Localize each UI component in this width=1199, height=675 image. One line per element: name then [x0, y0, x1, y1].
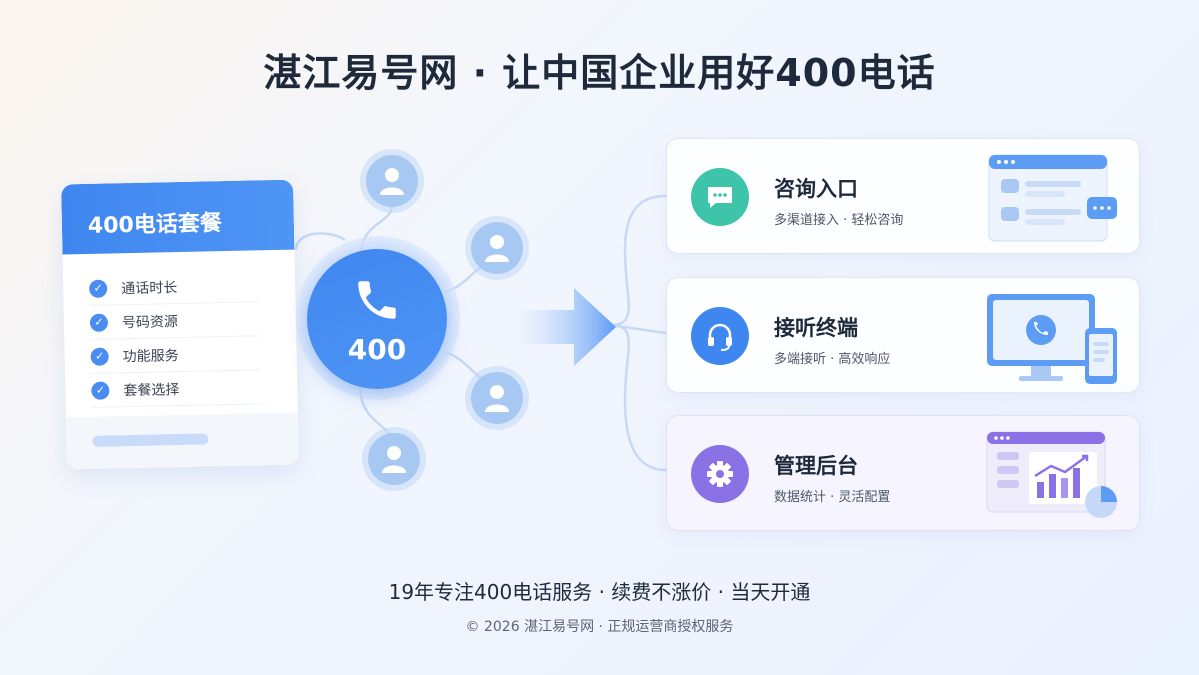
user-node-icon [366, 155, 418, 207]
dashboard-chart-illustration-icon [986, 431, 1117, 518]
feature-card-answer: 接听终端 多端接听 · 高效响应 [666, 277, 1140, 393]
plan-item-label: 功能服务 [122, 347, 179, 365]
check-icon: ✓ [89, 313, 109, 332]
plan-item-label: 号码资源 [121, 313, 179, 331]
feature-subtitle: 数据统计 · 灵活配置 [774, 490, 891, 505]
check-icon: ✓ [91, 380, 110, 400]
tagline: 19年专注400电话服务 · 续费不涨价 · 当天开通 [388, 580, 811, 604]
feature-card-consult: 咨询入口 多渠道接入 · 轻松咨询 [666, 138, 1140, 254]
hub-number: 400 [347, 333, 407, 366]
monitor-phone-illustration-icon [987, 294, 1117, 384]
plan-item: ✓ 功能服务 [90, 336, 261, 374]
plan-card-title: 400电话套餐 [61, 179, 295, 255]
plan-item-label: 通话时长 [121, 279, 178, 297]
plan-item: ✓ 通话时长 [88, 268, 260, 306]
feature-title: 接听终端 [774, 316, 858, 340]
feature-subtitle: 多渠道接入 · 轻松咨询 [774, 213, 904, 228]
hub-400: 400 [307, 249, 447, 389]
user-node-icon [471, 222, 523, 274]
plan-item: ✓ 套餐选择 [91, 370, 262, 408]
chat-window-illustration-icon [988, 154, 1117, 242]
gear-icon [691, 445, 749, 503]
user-node-icon [368, 433, 420, 485]
user-node-icon [471, 372, 523, 424]
check-icon: ✓ [89, 279, 108, 298]
feature-title: 咨询入口 [774, 177, 858, 201]
plan-card: 400电话套餐 ✓ 通话时长 ✓ 号码资源 ✓ 功能服务 ✓ 套餐选择 [61, 179, 299, 470]
phone-icon [358, 281, 396, 319]
feature-subtitle: 多端接听 · 高效响应 [774, 352, 891, 367]
chat-bubble-icon [691, 168, 749, 226]
plan-item: ✓ 号码资源 [89, 302, 261, 340]
plan-list: ✓ 通话时长 ✓ 号码资源 ✓ 功能服务 ✓ 套餐选择 [63, 250, 298, 409]
copyright: © 2026 湛江易号网 · 正规运营商授权服务 [465, 619, 734, 635]
feature-title: 管理后台 [774, 454, 858, 478]
arrow-right-icon [516, 288, 616, 366]
check-icon: ✓ [90, 347, 109, 366]
headset-icon [691, 307, 749, 365]
feature-card-admin: 管理后台 数据统计 · 灵活配置 [666, 415, 1140, 531]
page-title: 湛江易号网 · 让中国企业用好400电话 [263, 51, 936, 95]
plan-item-label: 套餐选择 [123, 381, 180, 399]
